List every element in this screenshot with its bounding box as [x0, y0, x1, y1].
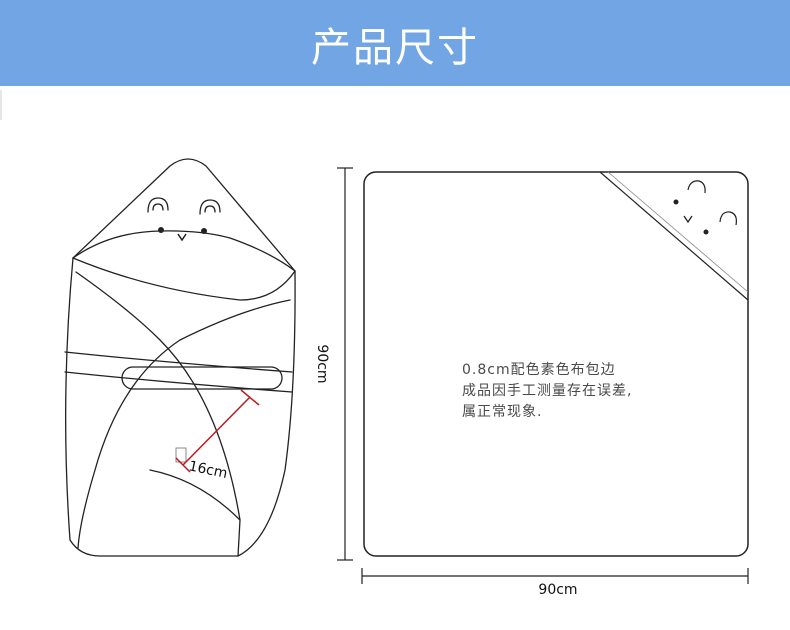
- corner-bear-face: [673, 199, 709, 235]
- flap-right: [77, 299, 291, 549]
- width-label: 90cm: [538, 582, 577, 598]
- hood-corner-seam-inner: [607, 171, 749, 293]
- blanket-outline: [363, 171, 749, 557]
- bear-ear-right: [199, 199, 221, 215]
- bottom-fold: [149, 469, 241, 521]
- bear-ear-right-inner: [204, 205, 216, 213]
- corner-bear-ear-left: [687, 180, 706, 194]
- strap-dimension-tick-top: [240, 389, 260, 406]
- strap-dimension-tick-bottom: [175, 457, 191, 473]
- height-label: 90cm: [314, 344, 330, 383]
- bear-ear-left-inner: [152, 203, 164, 211]
- corner-bear-eye-left: [673, 199, 679, 205]
- divider: [0, 90, 2, 120]
- strap-dimension: [175, 389, 260, 473]
- note-line-2: 成品因手工测量存在误差,: [462, 383, 633, 399]
- height-dimension: [337, 167, 353, 561]
- title-banner: 产品尺寸: [0, 0, 790, 86]
- blanket-note: 0.8cm配色素色布包边 成品因手工测量存在误差, 属正常现象.: [462, 360, 722, 423]
- corner-bear-eye-right: [703, 229, 709, 235]
- hood-inner-edge: [72, 230, 296, 272]
- flap-left: [75, 271, 241, 557]
- hood-outline: [72, 158, 296, 272]
- width-dimension: [361, 568, 749, 584]
- hood-corner-seam: [599, 171, 749, 301]
- bear-nose: [177, 233, 187, 242]
- bear-ear-left: [147, 197, 169, 213]
- note-line-3: 属正常现象.: [462, 404, 543, 420]
- strap-length-label: 16cm: [187, 458, 229, 482]
- bear-face: [158, 227, 207, 242]
- bear-eye-right: [201, 228, 207, 234]
- corner-bear-ear-right: [719, 211, 737, 226]
- wrap-left-side: [65, 257, 296, 557]
- strap-dimension-line: [182, 396, 251, 466]
- strap-band-top: [64, 351, 293, 373]
- note-line-1: 0.8cm配色素色布包边: [462, 362, 616, 378]
- corner-bear-nose: [683, 215, 693, 224]
- top-fold: [72, 257, 296, 301]
- page-title: 产品尺寸: [311, 25, 479, 71]
- blanket-square: [363, 171, 749, 557]
- bear-eye-left: [158, 227, 164, 233]
- swaddle-wrap-illustration: [64, 158, 296, 557]
- strap-buckle: [121, 366, 283, 390]
